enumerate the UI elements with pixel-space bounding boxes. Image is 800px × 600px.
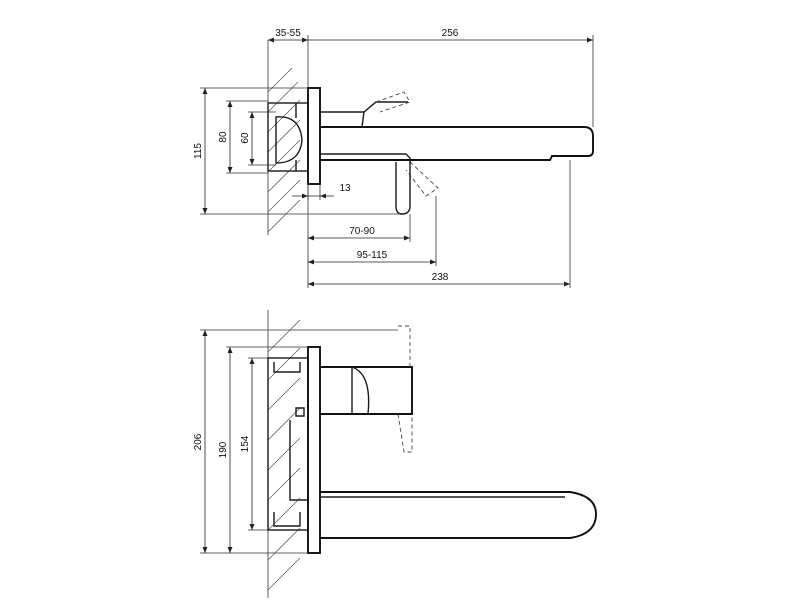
front-view: 206 190 154	[193, 310, 597, 598]
spout-top	[320, 126, 594, 215]
dim-overall-height: 115	[193, 143, 204, 159]
wall-hatching-front	[267, 310, 301, 598]
dim-body-height: 60	[240, 132, 251, 144]
wall-plate-front	[307, 346, 321, 554]
dim-lever-reach: 70-90	[349, 226, 375, 237]
wall-hatching-top	[267, 40, 301, 235]
dim-spout-reach: 256	[442, 28, 459, 39]
dim-front-box-height: 154	[240, 435, 251, 452]
dim-front-overall-height: 206	[193, 433, 204, 450]
concealed-body-top	[267, 102, 309, 172]
spout-front	[320, 491, 597, 539]
dim-outlet-reach: 238	[432, 272, 449, 283]
lever-handle-front	[320, 325, 413, 453]
dim-plate-gap: 13	[339, 183, 351, 194]
lever-handle-top	[320, 91, 439, 197]
top-view: 35-55 256 115 80 6	[193, 28, 594, 288]
dim-front-plate-height: 190	[218, 441, 229, 458]
dim-lever-reach-max: 95-115	[357, 250, 388, 261]
concealed-box-front	[267, 357, 309, 531]
dim-plate-height: 80	[218, 131, 229, 143]
dim-wall-depth: 35-55	[275, 28, 301, 39]
front-dimensions: 206 190 154	[193, 329, 398, 554]
top-dimensions: 35-55 256 115 80 6	[193, 28, 594, 288]
wall-plate-top	[307, 87, 321, 185]
